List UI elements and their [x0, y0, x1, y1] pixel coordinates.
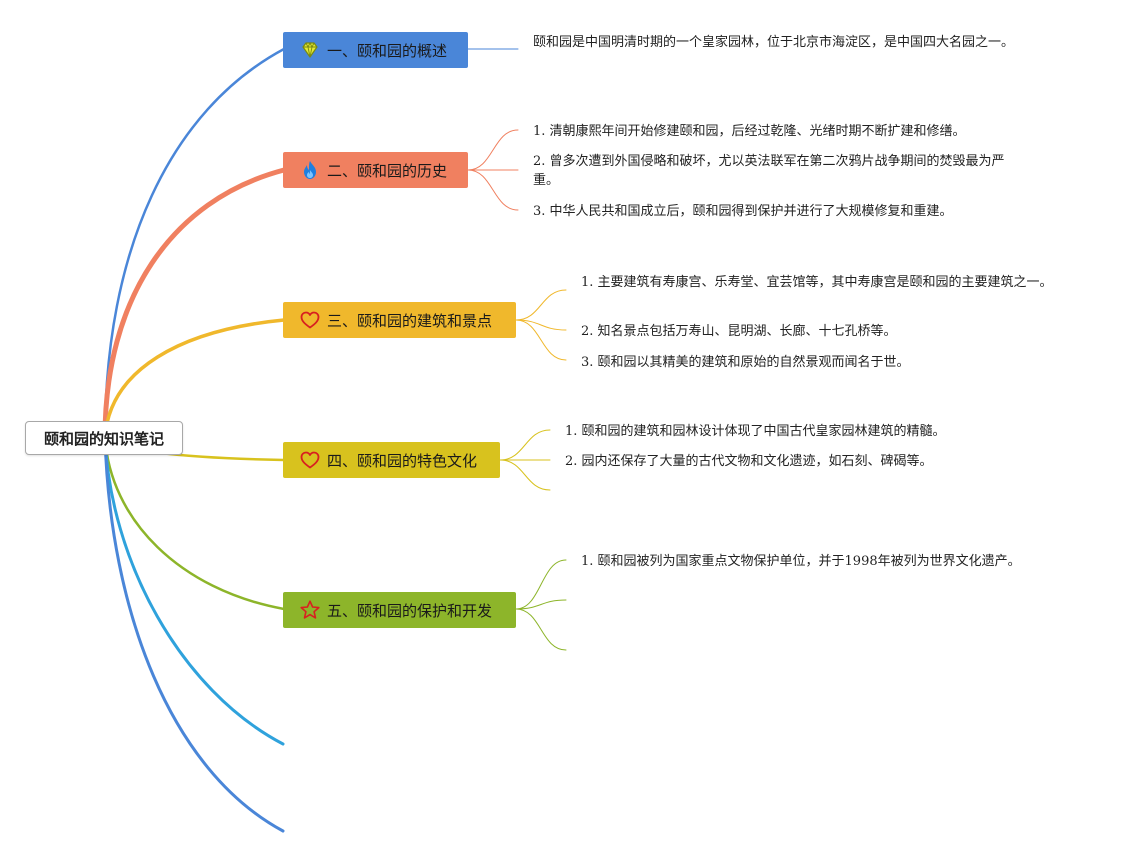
branch-protection[interactable]: 五、颐和园的保护和开发 — [283, 592, 516, 628]
connector-extra-1 — [103, 435, 285, 746]
connector-leaf-5-1 — [515, 559, 567, 610]
connector-branch-2 — [102, 167, 287, 440]
connector-branch-5 — [103, 435, 286, 611]
root-topic[interactable]: 颐和园的知识笔记 — [25, 421, 183, 455]
diamond-icon — [302, 41, 318, 58]
leaf-culture-1: 1. 颐和园的建筑和园林设计体现了中国古代皇家园林建筑的精髓。 — [565, 424, 946, 439]
branch-culture[interactable]: 四、颐和园的特色文化 — [283, 442, 500, 478]
connector-leaf-3-3 — [515, 319, 567, 361]
leaf-protection-1: 1. 颐和园被列为国家重点文物保护单位，并于1998年被列为世界文化遗产。 — [581, 554, 1021, 569]
connector-leaf-5-2 — [515, 599, 567, 610]
flame-icon — [304, 161, 316, 179]
connector-leaf-2-3 — [467, 169, 519, 211]
heart-icon — [300, 451, 320, 469]
leaf-history-1: 1. 清朝康熙年间开始修建颐和园，后经过乾隆、光绪时期不断扩建和修缮。 — [533, 124, 966, 139]
heart-icon — [300, 311, 320, 329]
branch-overview-label: 一、颐和园的概述 — [327, 41, 448, 60]
leaf-architecture-3: 3. 颐和园以其精美的建筑和原始的自然景观而闻名于世。 — [581, 355, 910, 370]
branch-architecture[interactable]: 三、颐和园的建筑和景点 — [283, 302, 516, 338]
root-topic-label: 颐和园的知识笔记 — [43, 429, 164, 448]
branch-architecture-label: 三、颐和园的建筑和景点 — [327, 311, 493, 330]
connector-leaf-4-3 — [499, 459, 551, 491]
leaf-architecture-1: 1. 主要建筑有寿康宫、乐寿堂、宜芸馆等，其中寿康宫是颐和园的主要建筑之一。 — [581, 275, 1053, 290]
connector-branch-1 — [103, 47, 286, 439]
branch-history-label: 二、颐和园的历史 — [327, 161, 448, 180]
branch-culture-label: 四、颐和园的特色文化 — [327, 451, 478, 470]
branch-overview[interactable]: 一、颐和园的概述 — [283, 32, 468, 68]
leaf-overview-1: 颐和园是中国明清时期的一个皇家园林，位于北京市海淀区，是中国四大名园之一。 — [533, 35, 1015, 50]
leaf-history-2: 2. 曾多次遭到外国侵略和破坏，尤以英法联军在第二次鸦片战争期间的焚毁最为严重。 — [533, 154, 1005, 188]
leaf-architecture-2: 2. 知名景点包括万寿山、昆明湖、长廊、十七孔桥等。 — [581, 324, 897, 339]
connector-extra-2 — [103, 435, 285, 833]
connector-branch-3 — [103, 318, 286, 439]
connector-leaf-5-3 — [515, 608, 567, 651]
branch-protection-label: 五、颐和园的保护和开发 — [327, 601, 493, 620]
connector-leaf-4-1 — [499, 429, 551, 461]
star-icon — [300, 600, 320, 619]
leaf-culture-2: 2. 园内还保存了大量的古代文物和文化遗迹，如石刻、碑碣等。 — [565, 454, 933, 469]
leaf-history-3: 3. 中华人民共和国成立后，颐和园得到保护并进行了大规模修复和重建。 — [533, 204, 953, 219]
connector-leaf-3-1 — [515, 289, 567, 321]
connector-leaf-2-1 — [467, 129, 519, 171]
branch-history[interactable]: 二、颐和园的历史 — [283, 152, 468, 188]
